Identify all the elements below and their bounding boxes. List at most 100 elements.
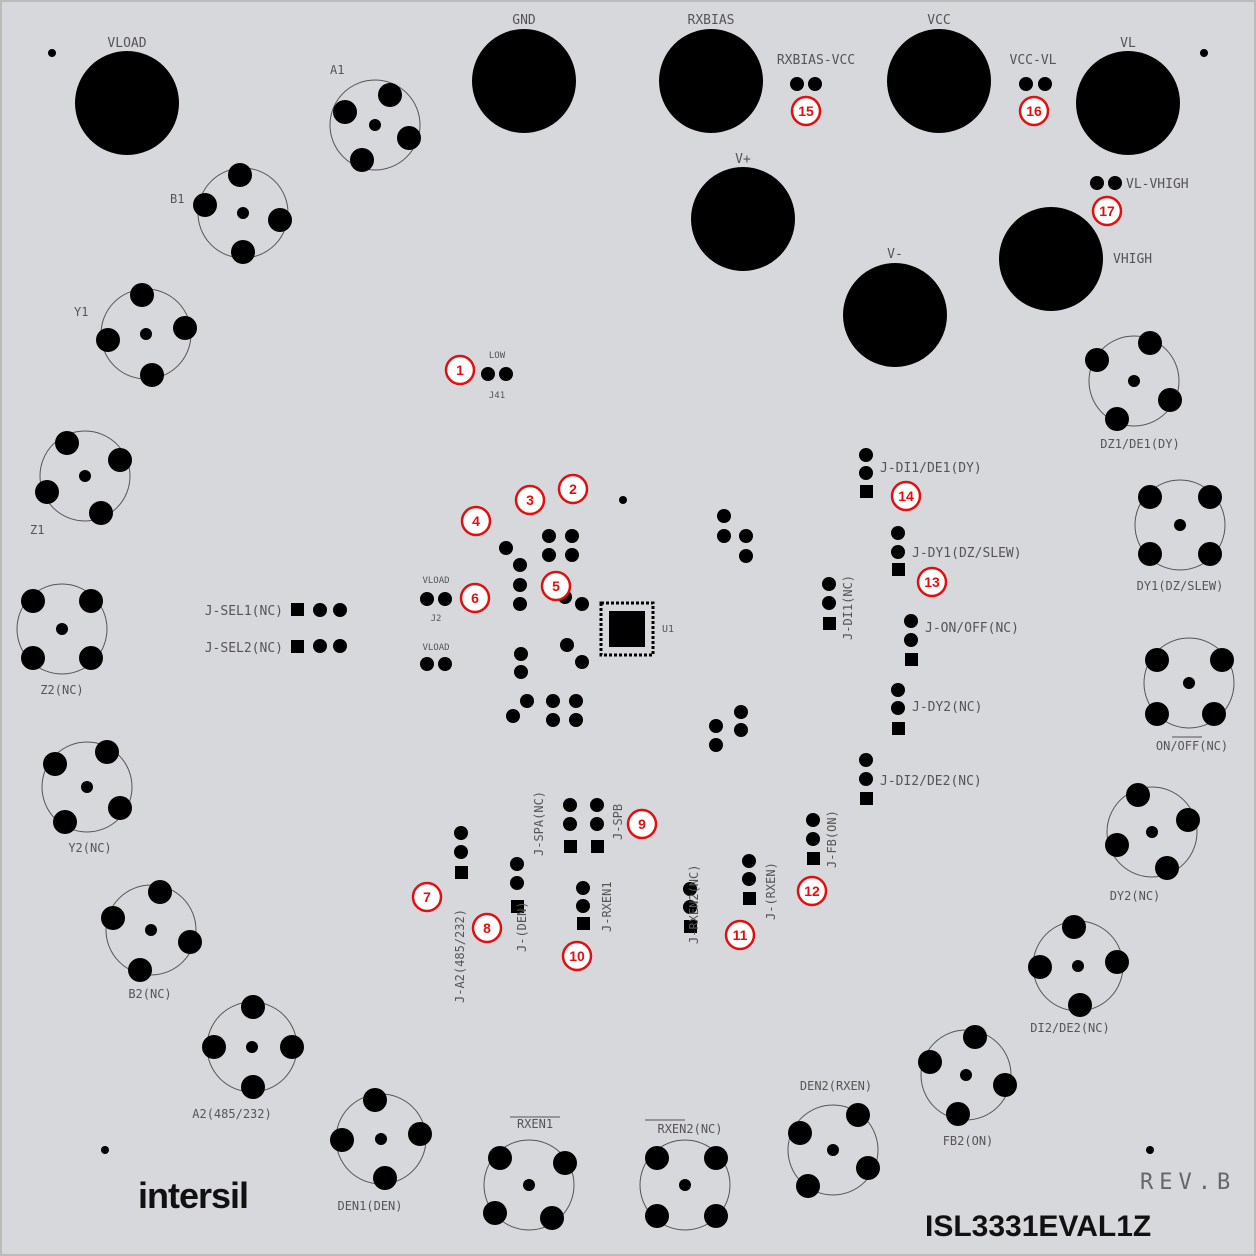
svg-text:V+: V+ [735,152,751,167]
svg-text:J-SEL2(NC): J-SEL2(NC) [205,641,283,656]
callout-5: 5 [540,570,572,602]
fiducial [619,496,627,504]
jumper-spb[interactable]: J-SPB [590,798,625,853]
jumper-rxbias-vcc[interactable]: RXBIAS-VCC [777,53,855,91]
bnc-b1[interactable]: B1 [170,163,292,264]
jumper-dy2[interactable]: J-DY2(NC) [891,683,982,735]
svg-text:VCC: VCC [927,13,950,28]
svg-text:DI2/DE2(NC): DI2/DE2(NC) [1030,1021,1109,1035]
banana-jack-vhigh[interactable]: VHIGH [999,207,1152,311]
jumper-spa[interactable]: J-SPA(NC) [532,791,577,856]
jumper-vl-vhigh[interactable]: VL-VHIGH [1090,176,1189,192]
jumper-sel2[interactable]: J-SEL2(NC) [205,639,347,656]
jumper-j41[interactable]: LOW J41 [481,351,513,401]
jumper-a2[interactable]: J-A2(485/232) [453,826,468,1003]
bnc-den2[interactable]: DEN2(RXEN) [787,1079,880,1198]
svg-text:DY2(NC): DY2(NC) [1110,889,1161,903]
banana-jack-rxbias[interactable]: RXBIAS [659,13,763,133]
jumper-vcc-vl[interactable]: VCC-VL [1010,53,1057,91]
callout-11: 11 [724,919,756,951]
svg-text:12: 12 [804,883,820,899]
svg-text:16: 16 [1026,103,1042,119]
bnc-fb2[interactable]: FB2(ON) [918,1025,1017,1148]
svg-text:J-RXEN2(NC): J-RXEN2(NC) [687,865,701,944]
bnc-z1[interactable]: Z1 [30,430,132,537]
jumper-rxen1[interactable]: J-RXEN1 [576,881,614,932]
svg-text:B1: B1 [170,192,184,206]
bnc-y2[interactable]: Y2(NC) [41,740,133,855]
svg-text:J41: J41 [489,391,505,401]
banana-jack-vl[interactable]: VL [1076,36,1180,155]
svg-text:DEN1(DEN): DEN1(DEN) [337,1199,402,1213]
bnc-z2[interactable]: Z2(NC) [16,583,108,697]
svg-text:3: 3 [526,492,534,508]
callout-3: 3 [514,484,546,516]
ic-u1: U1 [599,601,674,657]
jumper-on-off[interactable]: J-ON/OFF(NC) [904,614,1019,666]
bnc-a1[interactable]: A1 [329,63,421,172]
svg-text:VL-VHIGH: VL-VHIGH [1126,177,1189,192]
bnc-b2[interactable]: B2(NC) [101,880,202,1001]
svg-text:Y1: Y1 [74,305,88,319]
svg-text:DY1(DZ/SLEW): DY1(DZ/SLEW) [1137,579,1224,593]
banana-jack-vload[interactable]: VLOAD [75,36,179,155]
svg-text:J-SPA(NC): J-SPA(NC) [532,791,546,856]
jumper-sel1[interactable]: J-SEL1(NC) [205,603,347,619]
revision-label: REV.B [1140,1170,1237,1195]
jumper-rxen[interactable]: J-(RXEN) [742,854,778,920]
bnc-di2-de2[interactable]: DI2/DE2(NC) [1028,915,1129,1035]
jumper-fb[interactable]: J-FB(ON) [806,810,839,868]
bnc-dy2[interactable]: DY2(NC) [1105,783,1200,903]
svg-text:V-: V- [887,247,903,262]
jumper-di1[interactable]: J-DI1(NC) [822,575,855,640]
svg-text:J-ON/OFF(NC): J-ON/OFF(NC) [925,621,1019,636]
svg-text:6: 6 [471,590,479,606]
callout-1: 1 [444,354,476,386]
svg-text:FB2(ON): FB2(ON) [943,1134,994,1148]
jumper-rxen2[interactable]: J-RXEN2(NC) [683,865,701,944]
banana-jack-vplus[interactable]: V+ [691,152,795,271]
bnc-rxen2[interactable]: RXEN2(NC) [639,1119,731,1231]
bnc-dz1-de1[interactable]: DZ1/DE1(DY) [1085,331,1182,451]
callout-14: 14 [890,480,922,512]
bnc-rxen1[interactable]: RXEN1 [483,1116,577,1231]
banana-jack-gnd[interactable]: GND [472,13,576,133]
jumper-cluster-ic[interactable] [499,509,753,752]
svg-text:J-DI2/DE2(NC): J-DI2/DE2(NC) [880,774,982,789]
bnc-on-off[interactable]: ON/OFF(NC) [1143,637,1235,753]
banana-jack-vminus[interactable]: V- [843,247,947,367]
intersil-logo: intersil [138,1175,249,1216]
svg-text:1: 1 [456,362,464,378]
bnc-a2[interactable]: A2(485/232) [192,995,304,1121]
svg-text:J-DI1/DE1(DY): J-DI1/DE1(DY) [880,461,982,476]
bnc-y1[interactable]: Y1 [74,283,197,387]
svg-text:5: 5 [552,578,560,594]
svg-text:J-RXEN1: J-RXEN1 [600,881,614,932]
jumper-j2-vload[interactable]: VLOAD J2 [420,576,452,624]
svg-text:7: 7 [423,889,431,905]
svg-text:15: 15 [798,103,814,119]
jumper-di1-de1[interactable]: J-DI1/DE1(DY) [859,448,982,498]
callout-6: 6 [459,582,491,614]
board-name: ISL3331EVAL1Z [925,1210,1152,1243]
svg-text:14: 14 [898,488,914,504]
svg-text:VHIGH: VHIGH [1113,252,1152,267]
mounting-hole-br [1146,1146,1154,1154]
svg-text:VLOAD: VLOAD [422,576,449,586]
svg-text:DEN2(RXEN): DEN2(RXEN) [800,1079,872,1093]
svg-text:A1: A1 [330,63,344,77]
mounting-hole-bl [101,1146,109,1154]
bnc-dy1[interactable]: DY1(DZ/SLEW) [1134,479,1226,593]
jumper-dy1[interactable]: J-DY1(DZ/SLEW) [891,526,1022,576]
jumper-j4-vload[interactable]: VLOAD [420,643,452,671]
callout-9: 9 [626,808,658,840]
callout-10: 10 [561,940,593,972]
bnc-den1[interactable]: DEN1(DEN) [330,1088,432,1213]
banana-jack-vcc[interactable]: VCC [887,13,991,133]
callout-15: 15 [790,95,822,127]
callout-17: 17 [1091,195,1123,227]
svg-text:11: 11 [733,927,748,943]
jumper-di2-de2[interactable]: J-DI2/DE2(NC) [859,753,982,805]
jumper-den[interactable]: J-(DEN) [510,857,529,952]
svg-text:J-DI1(NC): J-DI1(NC) [841,575,855,640]
